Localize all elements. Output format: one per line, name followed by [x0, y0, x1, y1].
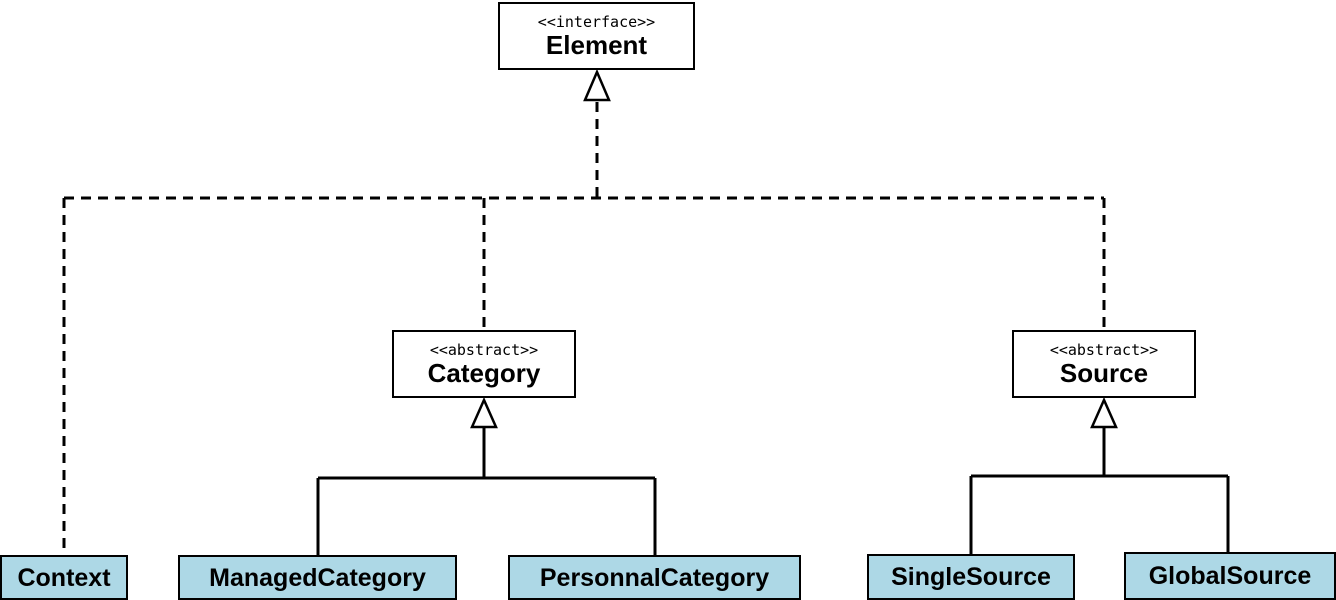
class-context[interactable]: Context: [0, 555, 128, 600]
category-name: Category: [427, 357, 541, 388]
class-global-source[interactable]: GlobalSource: [1124, 552, 1336, 600]
source-generalization-connectors: [969, 427, 1230, 555]
single-source-name: SingleSource: [891, 563, 1051, 591]
element-name: Element: [545, 29, 648, 60]
element-stereotype: <<interface>>: [537, 12, 656, 31]
class-personnal-category[interactable]: PersonnalCategory: [508, 555, 801, 600]
managed-category-name: ManagedCategory: [209, 563, 426, 592]
global-source-name: GlobalSource: [1148, 562, 1312, 590]
class-element[interactable]: <<interface>> Element: [498, 2, 695, 70]
personnal-category-name: PersonnalCategory: [539, 563, 770, 592]
class-source[interactable]: <<abstract>> Source: [1012, 330, 1196, 398]
realization-arrowhead: [583, 68, 611, 102]
source-name: Source: [1059, 357, 1149, 388]
class-managed-category[interactable]: ManagedCategory: [178, 555, 457, 600]
source-generalization-arrowhead: [1090, 396, 1118, 429]
realization-connectors: [62, 102, 1106, 553]
category-stereotype: <<abstract>>: [429, 340, 539, 359]
category-generalization-arrowhead: [470, 396, 498, 429]
class-category[interactable]: <<abstract>> Category: [392, 330, 576, 398]
source-stereotype: <<abstract>>: [1049, 340, 1159, 359]
class-single-source[interactable]: SingleSource: [867, 554, 1075, 600]
category-generalization-connectors: [316, 427, 657, 556]
context-name: Context: [17, 563, 111, 592]
